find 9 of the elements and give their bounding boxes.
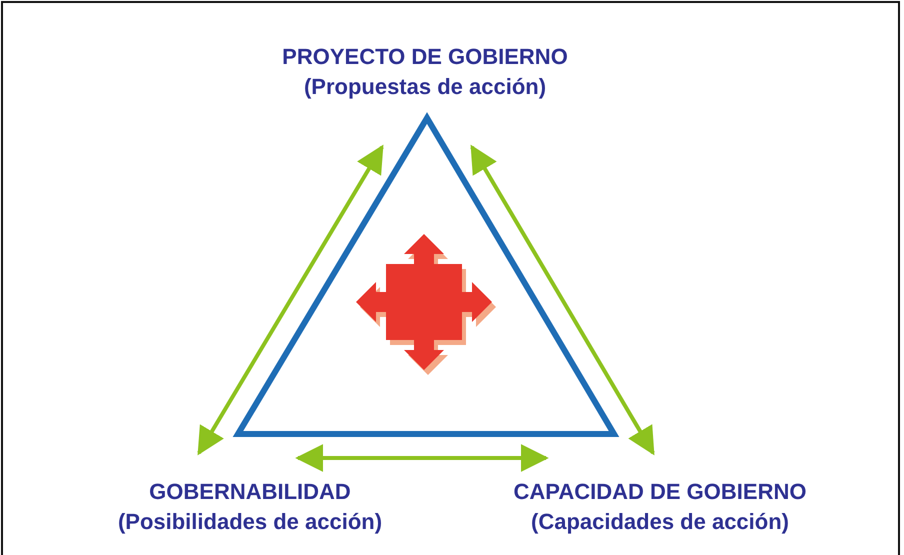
vertex-title: PROYECTO DE GOBIERNO: [281, 43, 569, 71]
vertex-title: GOBERNABILIDAD: [148, 478, 352, 506]
vertex-subtitle: (Posibilidades de acción): [116, 508, 384, 536]
vertex-title: CAPACIDAD DE GOBIERNO: [512, 478, 808, 506]
vertex-subtitle: (Capacidades de acción): [530, 508, 790, 536]
double-arrow: [295, 444, 549, 472]
double-arrow: [470, 144, 655, 456]
double-arrow: [197, 144, 384, 456]
vertex-subtitle: (Propuestas de acción): [302, 73, 548, 101]
